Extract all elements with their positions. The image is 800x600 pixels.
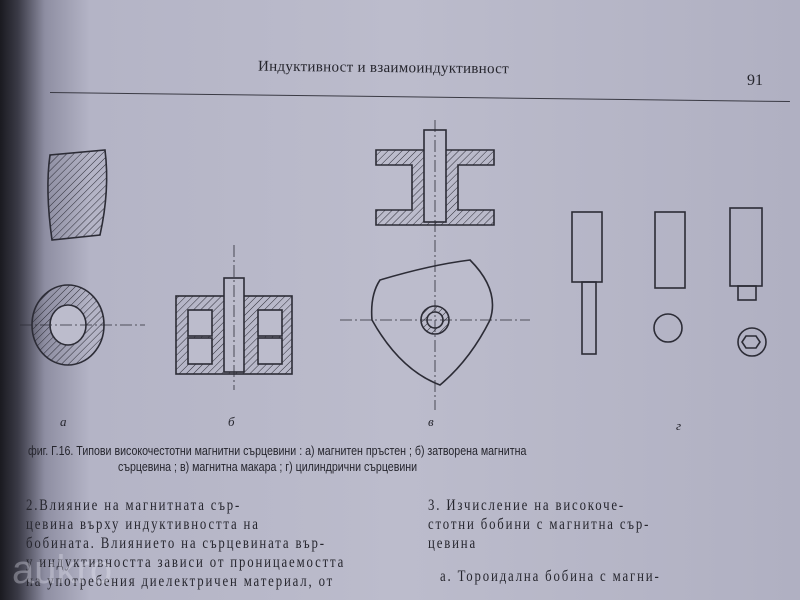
label-d: г: [676, 418, 681, 433]
left-line-5: на употребения диелектричен материал, от: [26, 573, 335, 590]
running-header: Индуктивност и взаимоиндуктивност: [257, 58, 510, 78]
figure-labels: а б в г: [60, 414, 681, 433]
label-b: б: [228, 414, 235, 429]
figure-caption-line-1: фиг. Г.16. Типови високочестотни магнитн…: [28, 444, 527, 458]
label-a: а: [60, 414, 67, 429]
drawing-closed-core-b: [175, 245, 293, 390]
drawing-cylindrical-cores-d: [571, 207, 767, 357]
figure-caption-line-2: сърцевина ; в) магнитна макара ; г) цили…: [118, 460, 418, 474]
drawing-spool-c: [340, 120, 530, 410]
section-heading-line-1: 3. Изчисление на високоче-: [428, 497, 626, 514]
left-line-2: цевина върху индуктивността на: [26, 516, 260, 533]
left-line-1: 2.Влияние на магнитната сър-: [26, 497, 242, 514]
figure-magnetic-cores: а б в г: [20, 120, 767, 433]
label-c: в: [428, 414, 434, 429]
drawing-ring-a: [20, 149, 145, 366]
section-heading-line-2: стотни бобини с магнитна сър-: [428, 516, 651, 533]
subsection-heading: а. Тороидална бобина с магни-: [440, 568, 661, 585]
page-number: 91: [747, 72, 763, 89]
left-line-4: у индуктивността зависи от проницаемостт…: [26, 554, 346, 571]
section-heading-line-3: цевина: [428, 535, 477, 552]
left-line-3: бобината. Влиянието на сърцевината вър-: [26, 535, 326, 552]
watermark-logo: aukro: [12, 548, 113, 592]
